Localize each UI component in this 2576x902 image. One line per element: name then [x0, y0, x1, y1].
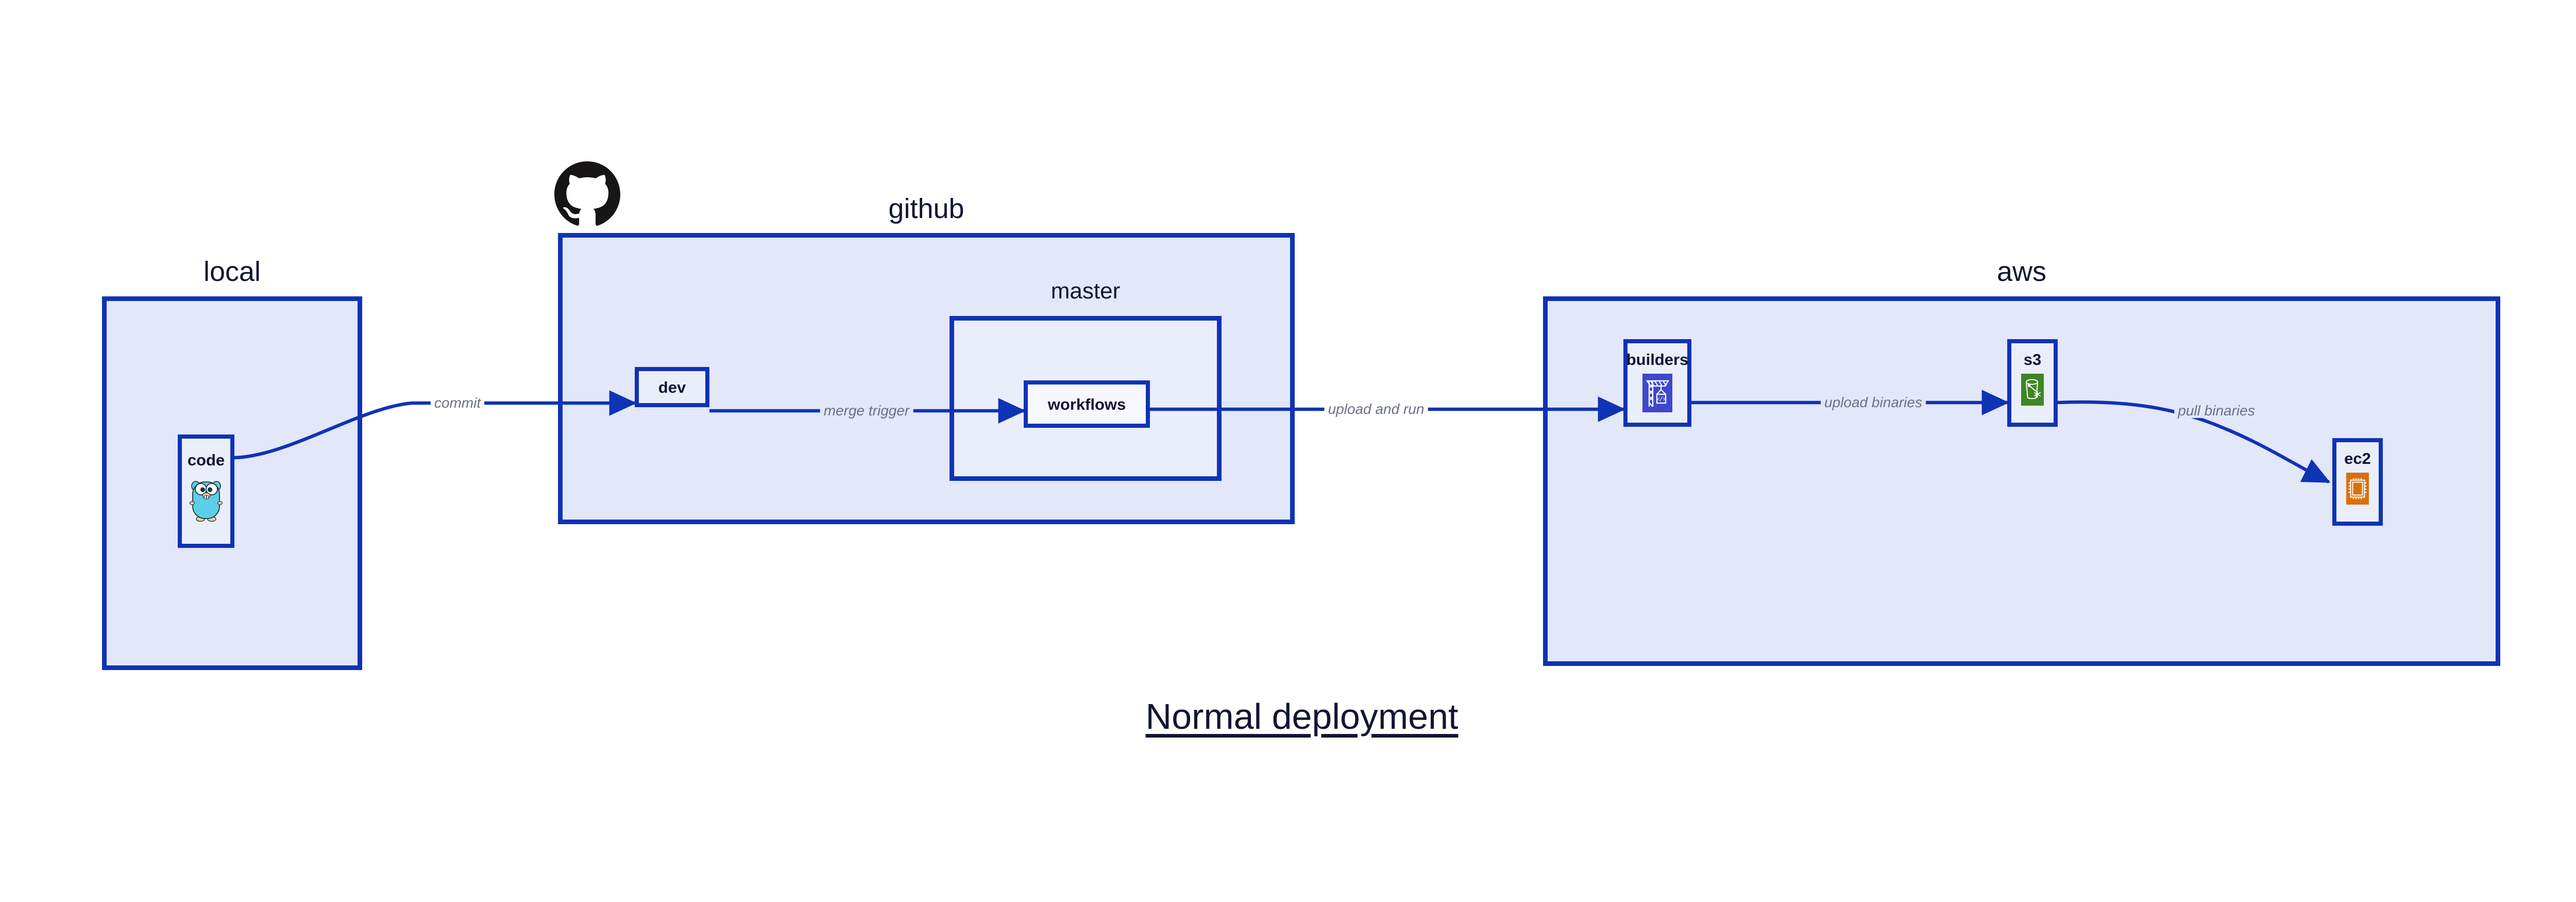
node-builders[interactable]: builders </>	[1623, 339, 1691, 427]
group-master-label: master	[1050, 278, 1121, 304]
group-local-label: local	[203, 256, 261, 287]
aws-builders-icon: </>	[1642, 374, 1672, 415]
node-code-label: code	[187, 451, 225, 469]
go-gopher-icon	[189, 477, 223, 524]
edge-label-merge-trigger: merge trigger	[820, 404, 913, 418]
github-octocat-icon	[554, 161, 620, 227]
edge-label-upload-binaries: upload binaries	[1821, 395, 1926, 410]
edge-label-upload-and-run: upload and run	[1324, 402, 1428, 416]
node-workflows[interactable]: workflows	[1024, 380, 1150, 428]
aws-s3-icon	[2021, 374, 2044, 408]
page-title: Normal deployment	[1145, 696, 1459, 737]
aws-ec2-icon	[2346, 473, 2369, 507]
node-ec2[interactable]: ec2	[2332, 438, 2383, 526]
group-aws-label: aws	[1996, 256, 2047, 287]
node-workflows-label: workflows	[1047, 395, 1126, 413]
group-github-label: github	[888, 193, 964, 224]
node-dev[interactable]: dev	[635, 367, 709, 407]
node-ec2-label: ec2	[2344, 449, 2371, 467]
edge-label-pull-binaries: pull binaries	[2174, 404, 2259, 418]
node-dev-label: dev	[658, 378, 686, 396]
node-s3-label: s3	[2023, 350, 2042, 369]
edge-label-commit: commit	[430, 396, 485, 410]
node-s3[interactable]: s3	[2007, 339, 2058, 427]
svg-text:</>: </>	[1656, 396, 1667, 403]
node-builders-label: builders	[1626, 350, 1689, 369]
node-code[interactable]: code	[178, 435, 234, 548]
